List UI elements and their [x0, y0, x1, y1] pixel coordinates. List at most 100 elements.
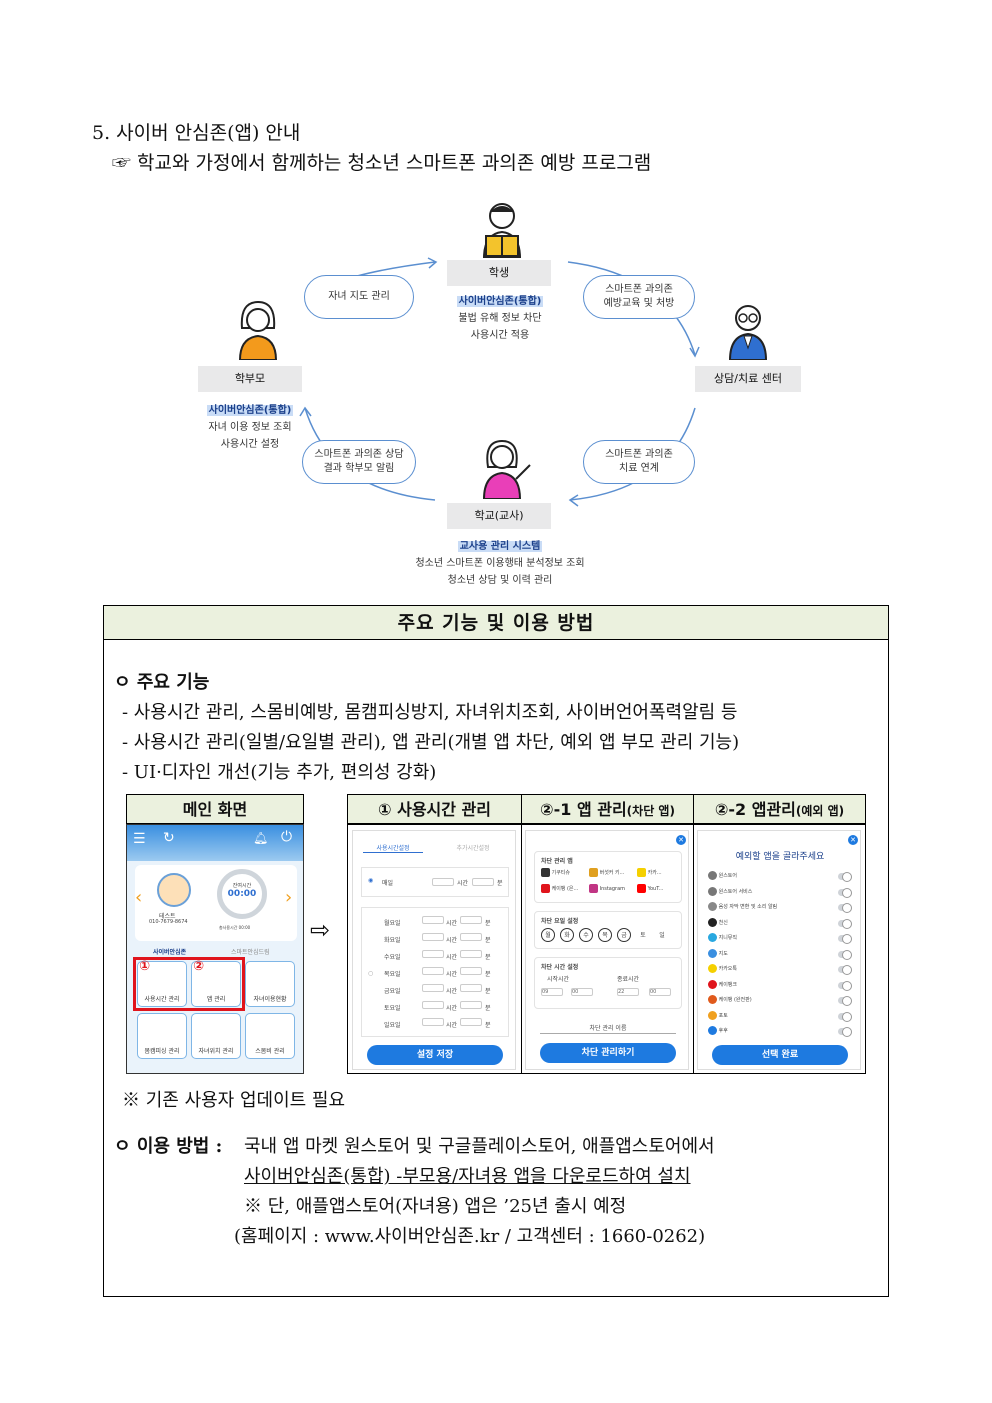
main-top-bar: ☰ ↻ 🔔︎ ⏻	[127, 825, 303, 861]
blocked-app[interactable]: Instagram	[589, 884, 635, 896]
parent-tag: 사이버안심존(통합)	[206, 405, 294, 416]
daily-minute-label: 분	[497, 880, 503, 887]
power-icon[interactable]: ⏻	[281, 829, 293, 845]
app-icon	[708, 886, 717, 896]
day-minute-select[interactable]	[460, 1001, 482, 1009]
exception-toggle[interactable]	[838, 1027, 852, 1037]
day-minute-select[interactable]	[460, 916, 482, 924]
bell-icon[interactable]: 🔔︎	[253, 831, 269, 845]
blocked-app[interactable]: 케이뱅 (은...	[541, 884, 587, 896]
blocked-app-label: 버섯커 키...	[599, 870, 625, 876]
tile-location-label: 자녀위치 관리	[198, 1048, 234, 1055]
exception-toggle[interactable]	[838, 934, 852, 944]
exception-toggle[interactable]	[838, 1011, 852, 1022]
exception-app-row[interactable]: 원스토어 서비스	[708, 886, 856, 899]
prev-child-icon[interactable]: ‹	[135, 887, 143, 908]
block-apps-section: 차단 관리 앱 기쿠티슈 버섯커 키... 카카... 케이뱅 (은... In…	[534, 851, 682, 903]
day-minute-select[interactable]	[460, 1018, 482, 1026]
exception-app-row[interactable]: 케이뱅 (완전판)	[708, 995, 856, 1007]
tile-bodycam[interactable]: 몸캠피싱 관리	[137, 1013, 187, 1059]
app-icon	[589, 884, 598, 893]
day-hour-select[interactable]	[422, 916, 444, 924]
tile-smombie[interactable]: 스몸비 관리	[245, 1013, 295, 1059]
close-icon[interactable]: ✕	[676, 835, 686, 845]
blocked-app[interactable]: 기쿠티슈	[541, 868, 587, 880]
main-badges: 사이버안심존 스마트안심드림	[135, 945, 297, 957]
day-hour-select[interactable]	[422, 984, 444, 992]
day-hour-select[interactable]	[422, 1018, 444, 1026]
pill-counsel-line1: 스마트폰 과의존 상담	[314, 449, 404, 460]
exception-toggle[interactable]	[838, 872, 852, 882]
exception-app-row[interactable]: 지니뮤직	[708, 933, 856, 945]
day-minute-select[interactable]	[460, 984, 482, 992]
tile-location[interactable]: 자녀위치 관리	[191, 1013, 241, 1059]
block-header-sub: (차단 앱)	[626, 804, 675, 818]
select-done-button[interactable]: 선택 완료	[712, 1045, 848, 1065]
usage-tab-1[interactable]: 사용시간설정	[363, 843, 423, 853]
exception-app-row[interactable]: 천신	[708, 917, 856, 930]
refresh-icon[interactable]: ↻	[163, 830, 175, 846]
exception-toggle[interactable]	[838, 887, 852, 898]
weekday-chip[interactable]: 화	[560, 928, 574, 942]
exception-close-icon[interactable]: ✕	[848, 835, 858, 845]
block-manage-button[interactable]: 차단 관리하기	[540, 1043, 676, 1063]
tile-child-usage[interactable]: 자녀이용현황	[245, 961, 295, 1007]
blocked-app[interactable]: 버섯커 키...	[589, 868, 635, 880]
exception-app-row[interactable]: 포토	[708, 1010, 856, 1023]
tile-app-manage[interactable]: 앱 관리	[191, 961, 241, 1007]
day-minute-select[interactable]	[460, 967, 482, 975]
exception-toggle[interactable]	[838, 903, 852, 913]
child-phone: 010-7679-8674	[149, 919, 188, 925]
tile-usage-time[interactable]: 사용시간 관리	[137, 961, 187, 1007]
exception-app-row[interactable]: 카카오톡	[708, 964, 856, 976]
exception-app-row[interactable]: 지도	[708, 948, 856, 961]
exception-app-row[interactable]: 후후	[708, 1026, 856, 1038]
weekday-chip[interactable]: 수	[579, 928, 593, 942]
exception-app-label: 후후	[718, 1028, 728, 1034]
arrow-right-icon: ⇨	[310, 916, 331, 944]
start-minute-select[interactable]: 00	[571, 988, 593, 996]
weekday-chip[interactable]: 토	[640, 932, 646, 939]
exception-toggle[interactable]	[838, 965, 852, 975]
usage-tab-2[interactable]: 추가시간설정	[456, 845, 490, 852]
save-settings-button[interactable]: 설정 저장	[367, 1045, 503, 1065]
weekday-chip[interactable]: 월	[541, 928, 555, 942]
next-child-icon[interactable]: ›	[285, 887, 293, 908]
app-icon	[708, 1026, 717, 1035]
exception-toggle[interactable]	[838, 996, 852, 1006]
end-hour-select[interactable]: 22	[617, 988, 639, 996]
center-label: 상담/치료 센터	[695, 366, 801, 392]
parent-line-1: 자녀 이용 정보 조회	[208, 422, 292, 433]
day-hour-select[interactable]	[422, 933, 444, 941]
day-minute-select[interactable]	[460, 933, 482, 941]
blocked-app[interactable]: 카카...	[637, 868, 683, 880]
weekday-chip[interactable]: 금	[617, 928, 631, 942]
pill-prevention: 스마트폰 과의존 예방교육 및 처방	[583, 275, 695, 319]
weekday-chip[interactable]: 일	[659, 932, 665, 939]
daily-hour-select[interactable]	[432, 878, 454, 886]
exception-toggle[interactable]	[838, 918, 852, 929]
exception-toggle[interactable]	[838, 949, 852, 960]
daily-minute-select[interactable]	[472, 878, 494, 886]
day-hour-select[interactable]	[422, 950, 444, 958]
day-hour-select[interactable]	[422, 967, 444, 975]
feature-line-1: - 사용시간 관리, 스몸비예방, 몸캠피싱방지, 자녀위치조회, 사이버언어폭…	[122, 702, 738, 723]
exception-app-row[interactable]: 음성 자막 변환 및 소리 알림	[708, 902, 856, 914]
exception-toggle[interactable]	[838, 980, 852, 991]
menu-icon[interactable]: ☰	[133, 831, 146, 847]
exception-app-row[interactable]: 케이뱅크	[708, 979, 856, 992]
weekday-radio-icon[interactable]: ○	[368, 970, 374, 977]
weekday-chip[interactable]: 목	[598, 928, 612, 942]
app-icon	[708, 917, 717, 927]
end-minute-select[interactable]: 00	[649, 988, 671, 996]
start-hour-select[interactable]: 09	[541, 988, 563, 996]
blocked-app-label: Instagram	[599, 886, 626, 892]
exception-app-row[interactable]: 원스토어	[708, 871, 856, 883]
daily-radio-icon[interactable]: ◉	[368, 877, 374, 884]
blocked-app[interactable]: YouT...	[637, 884, 683, 896]
day-minute-select[interactable]	[460, 950, 482, 958]
update-note: ※ 기존 사용자 업데이트 필요	[122, 1090, 346, 1111]
tile-app-manage-label: 앱 관리	[206, 996, 226, 1003]
day-hour-select[interactable]	[422, 1001, 444, 1009]
